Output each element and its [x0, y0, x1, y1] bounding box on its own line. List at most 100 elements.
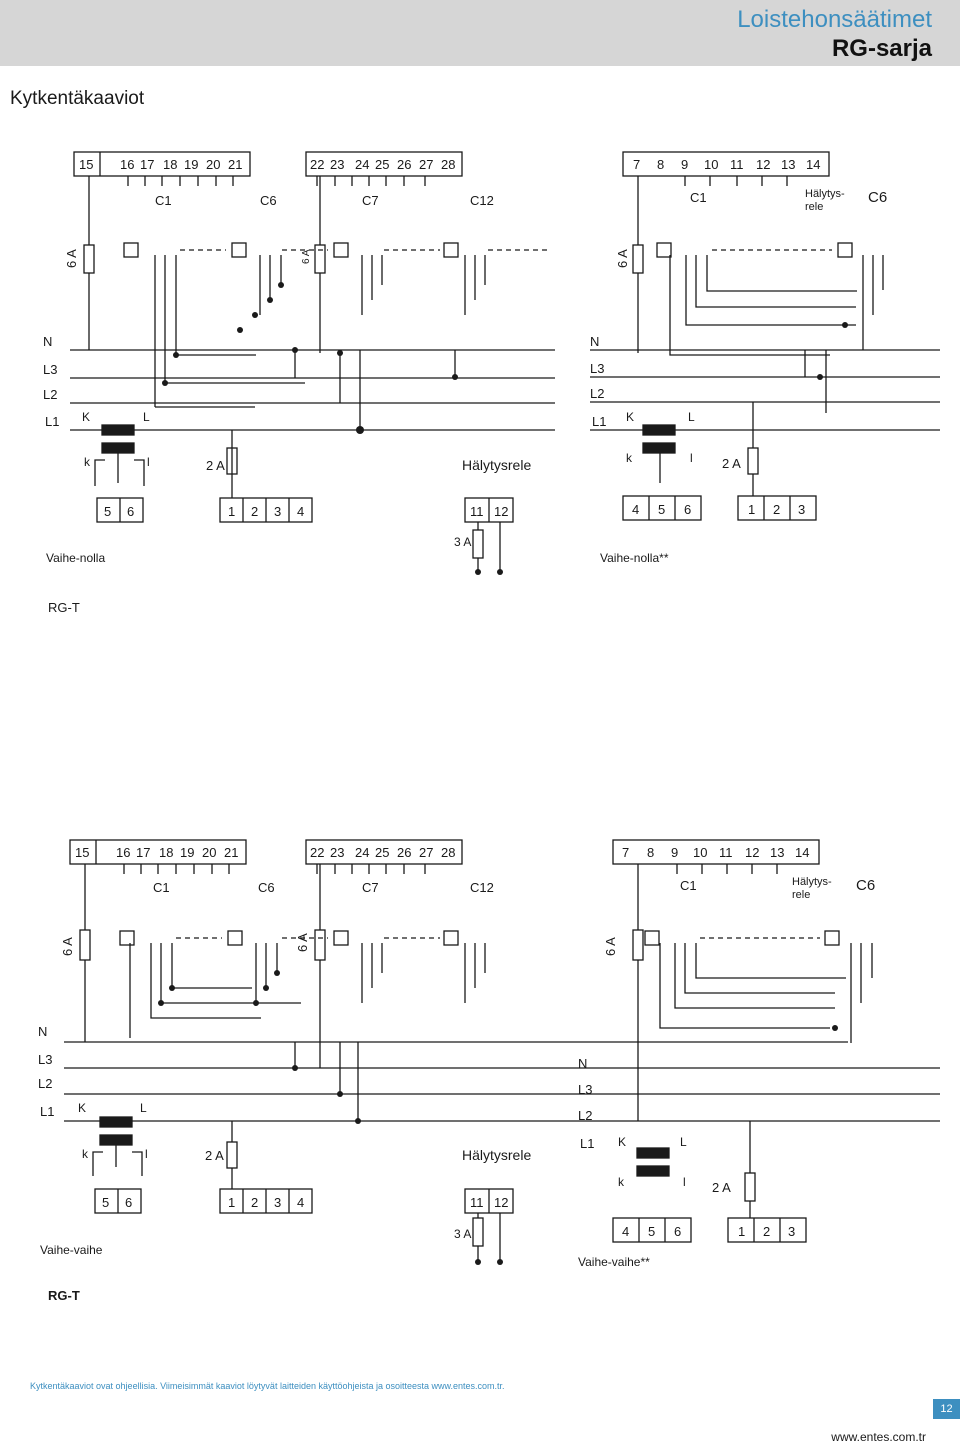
svg-text:4: 4: [632, 502, 639, 517]
terminal-strip-middle: [305, 839, 463, 865]
alarm-relay-label-1: Hälytys-: [792, 876, 832, 888]
svg-text:12: 12: [494, 504, 508, 519]
svg-text:20: 20: [206, 157, 220, 172]
svg-text:1: 1: [748, 502, 755, 517]
svg-text:K: K: [618, 1135, 626, 1149]
cap-label-c1: C1: [153, 880, 170, 895]
terminal-strip-middle: [305, 151, 463, 177]
svg-text:22: 22: [310, 845, 324, 860]
svg-text:11: 11: [470, 1195, 484, 1210]
svg-text:26: 26: [397, 157, 411, 172]
line-label-n-right: N: [590, 334, 599, 349]
line-label-n-left: N: [43, 334, 52, 349]
fuse-2a-right: [747, 447, 759, 475]
fuse-label-2a-left: 2 A: [206, 458, 225, 473]
terminals-right: 7 8 9 10 11 12 13 14: [633, 157, 820, 172]
svg-text:11: 11: [470, 504, 484, 519]
website-link[interactable]: www.entes.com.tr: [831, 1430, 926, 1444]
svg-text:L: L: [680, 1135, 687, 1149]
svg-text:3: 3: [798, 502, 805, 517]
svg-text:4: 4: [297, 504, 304, 519]
line-label-l2-right: L2: [590, 386, 604, 401]
svg-text:27: 27: [419, 157, 433, 172]
section-title: Kytkentäkaaviot: [10, 88, 145, 109]
svg-text:23: 23: [330, 157, 344, 172]
svg-text:K: K: [78, 1101, 86, 1115]
fuse-2a-right: [744, 1172, 756, 1202]
header-subtitle: RG-sarja: [831, 35, 932, 62]
line-label-l1-right: L1: [592, 414, 606, 429]
current-transformer-left: [101, 424, 135, 436]
svg-text:15: 15: [79, 157, 93, 172]
svg-text:20: 20: [202, 845, 216, 860]
svg-text:2: 2: [763, 1224, 770, 1239]
svg-text:14: 14: [795, 845, 809, 860]
svg-text:l: l: [145, 1147, 148, 1161]
svg-text:6: 6: [674, 1224, 681, 1239]
svg-text:k: k: [626, 451, 633, 465]
terminal-strip-right: [612, 839, 820, 865]
alarm-relay-label-2: rele: [792, 889, 810, 901]
line-label-n-left: N: [38, 1024, 47, 1039]
fuse-6a-2: [314, 244, 326, 274]
svg-text:2: 2: [251, 1195, 258, 1210]
cap-label-c6: C6: [260, 193, 277, 208]
terminal-block-123: [727, 1217, 807, 1243]
caption-right: Vaihe-vaihe**: [578, 1255, 650, 1269]
svg-text:21: 21: [228, 157, 242, 172]
svg-text:2: 2: [251, 504, 258, 519]
svg-text:17: 17: [136, 845, 150, 860]
svg-text:9: 9: [681, 157, 688, 172]
svg-text:14: 14: [806, 157, 820, 172]
fuse-label-3a: 3 A: [454, 535, 471, 549]
header-title: Loistehonsäätimet: [737, 6, 932, 33]
line-label-l1-right: L1: [580, 1136, 594, 1151]
svg-text:11: 11: [719, 845, 733, 860]
model-label: RG-T: [48, 1288, 80, 1303]
page-number: 12: [933, 1399, 960, 1419]
svg-text:24: 24: [355, 157, 369, 172]
svg-text:13: 13: [781, 157, 795, 172]
svg-text:26: 26: [397, 845, 411, 860]
svg-text:19: 19: [180, 845, 194, 860]
svg-text:K: K: [82, 410, 90, 424]
terminal-block-123: [737, 495, 817, 521]
svg-text:1: 1: [228, 504, 235, 519]
terminals-middle: 22 23 24 25 26 27 28: [310, 157, 455, 172]
svg-text:L: L: [143, 410, 150, 424]
line-label-l3-right: L3: [590, 361, 604, 376]
svg-text:8: 8: [657, 157, 664, 172]
fuse-6a-3: [632, 244, 644, 274]
fuse-6a-2: [314, 929, 326, 961]
fuse-6a-1: [79, 929, 91, 961]
terminals-right: 7 8 9 10 11 12 13 14: [622, 845, 809, 860]
svg-text:3: 3: [788, 1224, 795, 1239]
svg-text:6: 6: [127, 504, 134, 519]
svg-text:24: 24: [355, 845, 369, 860]
cap-label-c1: C1: [155, 193, 172, 208]
svg-text:13: 13: [770, 845, 784, 860]
fuse-label-6a-2: 6 A: [301, 249, 312, 264]
svg-text:11: 11: [730, 157, 744, 172]
wiring-diagram-1: 15 16 17 18 19 20 21 22 23 24 25 26 27 2…: [43, 151, 940, 615]
svg-text:L: L: [140, 1101, 147, 1115]
svg-text:6: 6: [684, 502, 691, 517]
line-label-l1-left: L1: [40, 1104, 54, 1119]
svg-text:2: 2: [773, 502, 780, 517]
svg-text:19: 19: [184, 157, 198, 172]
cap-label-c1-right: C1: [680, 878, 697, 893]
svg-text:K: K: [626, 410, 634, 424]
fuse-2a-left: [226, 1141, 238, 1169]
svg-text:25: 25: [375, 157, 389, 172]
svg-text:17: 17: [140, 157, 154, 172]
fuse-6a-1: [83, 244, 95, 274]
svg-text:9: 9: [671, 845, 678, 860]
svg-text:10: 10: [704, 157, 718, 172]
fuse-label-2a-left: 2 A: [205, 1148, 224, 1163]
svg-text:1: 1: [228, 1195, 235, 1210]
model-label: RG-T: [48, 600, 80, 615]
cap-label-c6: C6: [258, 880, 275, 895]
svg-text:l: l: [147, 455, 150, 469]
svg-text:27: 27: [419, 845, 433, 860]
cap-label-c7: C7: [362, 880, 379, 895]
